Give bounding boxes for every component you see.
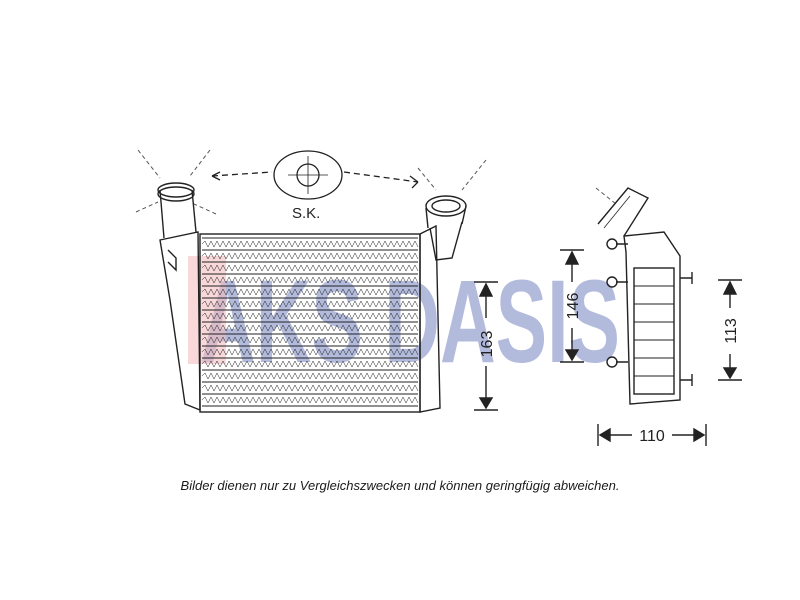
side-inlet-pipe <box>597 187 650 237</box>
left-inlet-opening <box>157 182 195 198</box>
core-fin-row <box>201 276 419 284</box>
core-fins <box>201 237 419 407</box>
dimension-146-label: 146 <box>565 293 582 320</box>
core-fin-row <box>201 360 419 368</box>
dimension-110-label: 110 <box>639 428 665 445</box>
dimension-163-label: 163 <box>479 331 496 358</box>
sk-detail-outline <box>273 150 343 200</box>
side-body <box>623 231 681 405</box>
core-fin-row <box>201 372 419 380</box>
right-outlet-neck <box>429 221 463 261</box>
mount-bracket-top <box>606 238 618 250</box>
core-fin-row <box>201 264 419 272</box>
core-fin-row <box>201 384 419 392</box>
pipe-direction-guides <box>135 149 617 215</box>
core-fin-row <box>201 348 419 356</box>
intercooler-side-view <box>597 187 693 405</box>
side-fin-block <box>633 267 675 395</box>
dimension-113 <box>718 279 742 381</box>
intercooler-front-view <box>157 182 467 413</box>
core-fin-row <box>201 336 419 344</box>
sk-label: S.K. <box>292 205 320 222</box>
core-fin-row <box>201 324 419 332</box>
dimension-113-label: 113 <box>723 318 740 344</box>
core-fin-row <box>201 240 419 248</box>
core-fin-row <box>201 300 419 308</box>
core-fin-row <box>201 288 419 296</box>
dimension-146 <box>560 249 584 363</box>
sk-detail <box>211 150 419 200</box>
dimension-163 <box>474 281 498 411</box>
core-fin-row <box>201 312 419 320</box>
disclaimer-caption: Bilder dienen nur zu Vergleichszwecken u… <box>180 478 620 493</box>
core-fin-row <box>201 396 419 404</box>
dimension-110 <box>597 424 707 446</box>
left-tank-bracket <box>167 249 177 272</box>
core-fin-row <box>201 252 419 260</box>
sk-leader-line <box>211 171 419 183</box>
left-end-tank <box>159 231 201 412</box>
